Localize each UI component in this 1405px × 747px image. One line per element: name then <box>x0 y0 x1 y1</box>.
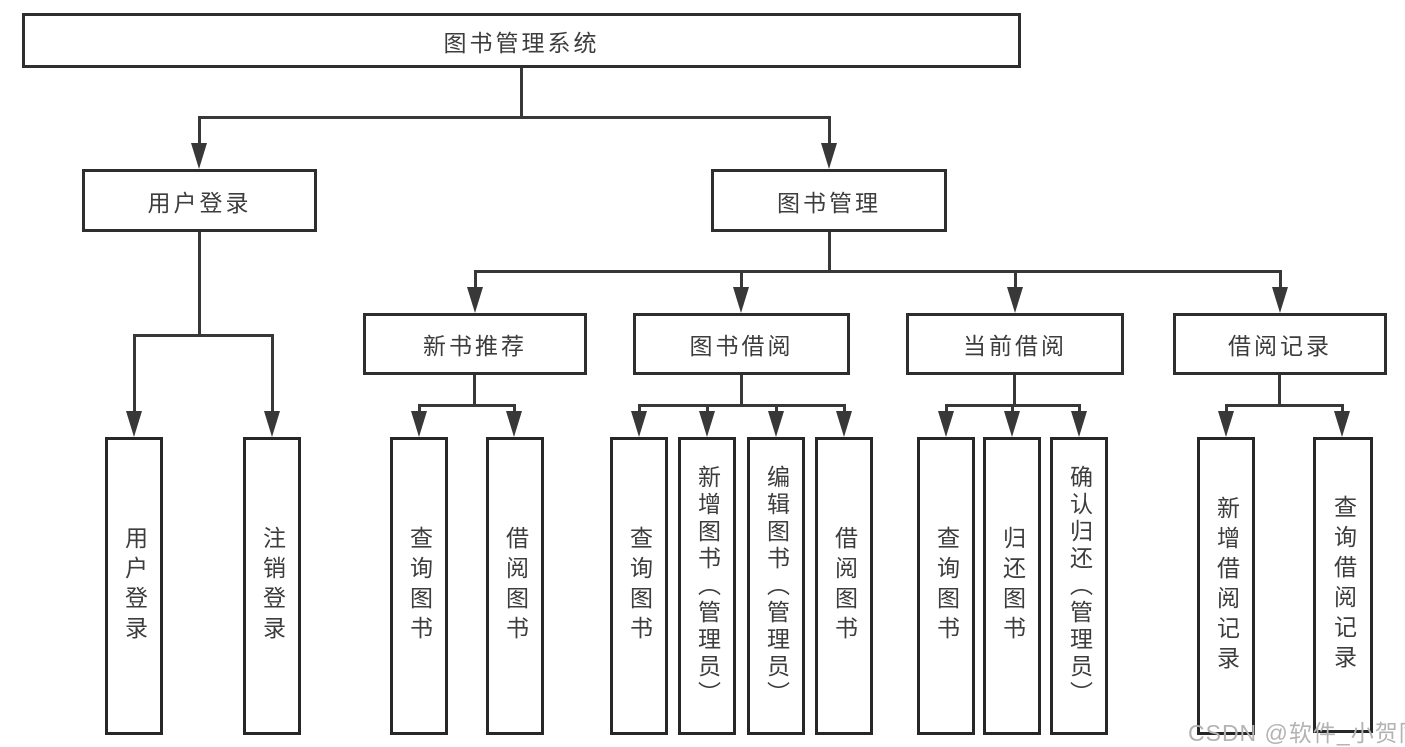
arrowhead-nb-query-books <box>411 405 427 437</box>
book-borrow-label: 图书借阅 <box>689 333 794 359</box>
arrowhead-cb-confirm-return <box>1071 405 1087 437</box>
current-borrow-label: 当前借阅 <box>963 333 1067 359</box>
arrowhead-leaf-user-login <box>126 335 142 437</box>
arrowhead-current-borrow <box>1007 271 1023 313</box>
connector-book-borrow-stem <box>740 375 743 406</box>
borrow-records-label: 借阅记录 <box>1228 333 1332 359</box>
arrowhead-bb-query-books <box>631 405 647 437</box>
connector-level2-rail <box>198 116 831 119</box>
arrowhead-br-query-record <box>1334 405 1350 437</box>
node-borrow-records: 借阅记录 <box>1173 313 1387 375</box>
node-book-management: 图书管理 <box>711 169 947 232</box>
connector-current-borrow-stem <box>1013 375 1016 406</box>
leaf-br-add-borrow-record: 新增借阅记录 <box>1197 437 1255 735</box>
node-user-login: 用户登录 <box>82 169 317 232</box>
arrowhead-leaf-logout <box>264 335 280 437</box>
arrowhead-bb-add-books <box>699 405 715 437</box>
leaf-bb-borrow-books: 借阅图书 <box>815 437 873 735</box>
arrowhead-user-login <box>191 117 207 169</box>
leaf-cb-confirm-return-admin: 确认归还（管理员） <box>1050 437 1108 735</box>
arrowhead-book-management <box>821 117 837 169</box>
arrowhead-bb-edit-books <box>768 405 784 437</box>
leaf-user-login: 用户登录 <box>105 437 163 735</box>
node-library-management-system: 图书管理系统 <box>22 13 1021 68</box>
root-label: 图书管理系统 <box>443 29 600 56</box>
leaf-bb-edit-books-admin: 编辑图书（管理员） <box>747 437 805 735</box>
leaf-bb-query-books: 查询图书 <box>610 437 668 735</box>
arrowhead-nb-borrow-books <box>506 405 522 437</box>
connector-book-management-stem <box>828 232 831 272</box>
node-current-borrow: 当前借阅 <box>906 313 1124 375</box>
leaf-nb-query-books: 查询图书 <box>390 437 448 735</box>
connector-borrow-records-rail <box>1225 404 1344 407</box>
arrowhead-br-add-record <box>1218 405 1234 437</box>
leaf-cb-return-books: 归还图书 <box>983 437 1041 735</box>
leaf-br-query-borrow-record: 查询借阅记录 <box>1313 437 1373 733</box>
connector-new-book-rail <box>418 404 516 407</box>
user-login-label: 用户登录 <box>147 189 252 216</box>
new-book-recommend-label: 新书推荐 <box>423 333 527 359</box>
arrowhead-borrow-records <box>1272 271 1288 313</box>
node-book-borrow: 图书借阅 <box>633 313 850 375</box>
arrowhead-cb-return-books <box>1004 405 1020 437</box>
node-new-book-recommend: 新书推荐 <box>363 313 587 375</box>
leaf-nb-borrow-books: 借阅图书 <box>486 437 544 735</box>
arrowhead-book-borrow <box>733 271 749 313</box>
connector-user-login-stem <box>198 232 201 335</box>
connector-new-book-stem <box>473 375 476 406</box>
arrowhead-new-book-recommend <box>467 271 483 313</box>
arrowhead-cb-query-books <box>938 405 954 437</box>
connector-borrow-records-stem <box>1278 375 1281 406</box>
leaf-bb-add-books-admin: 新增图书（管理员） <box>678 437 736 735</box>
connector-root-stem <box>520 68 523 117</box>
csdn-watermark: CSDN @软件_小贺同学 <box>1188 720 1405 746</box>
connector-user-login-rail <box>133 334 274 337</box>
connector-level3-rail <box>474 270 1282 273</box>
arrowhead-bb-borrow-books <box>836 405 852 437</box>
leaf-cb-query-books: 查询图书 <box>917 437 975 735</box>
book-management-label: 图书管理 <box>777 189 881 216</box>
leaf-logout: 注销登录 <box>243 437 301 735</box>
connector-book-borrow-rail <box>638 404 846 407</box>
